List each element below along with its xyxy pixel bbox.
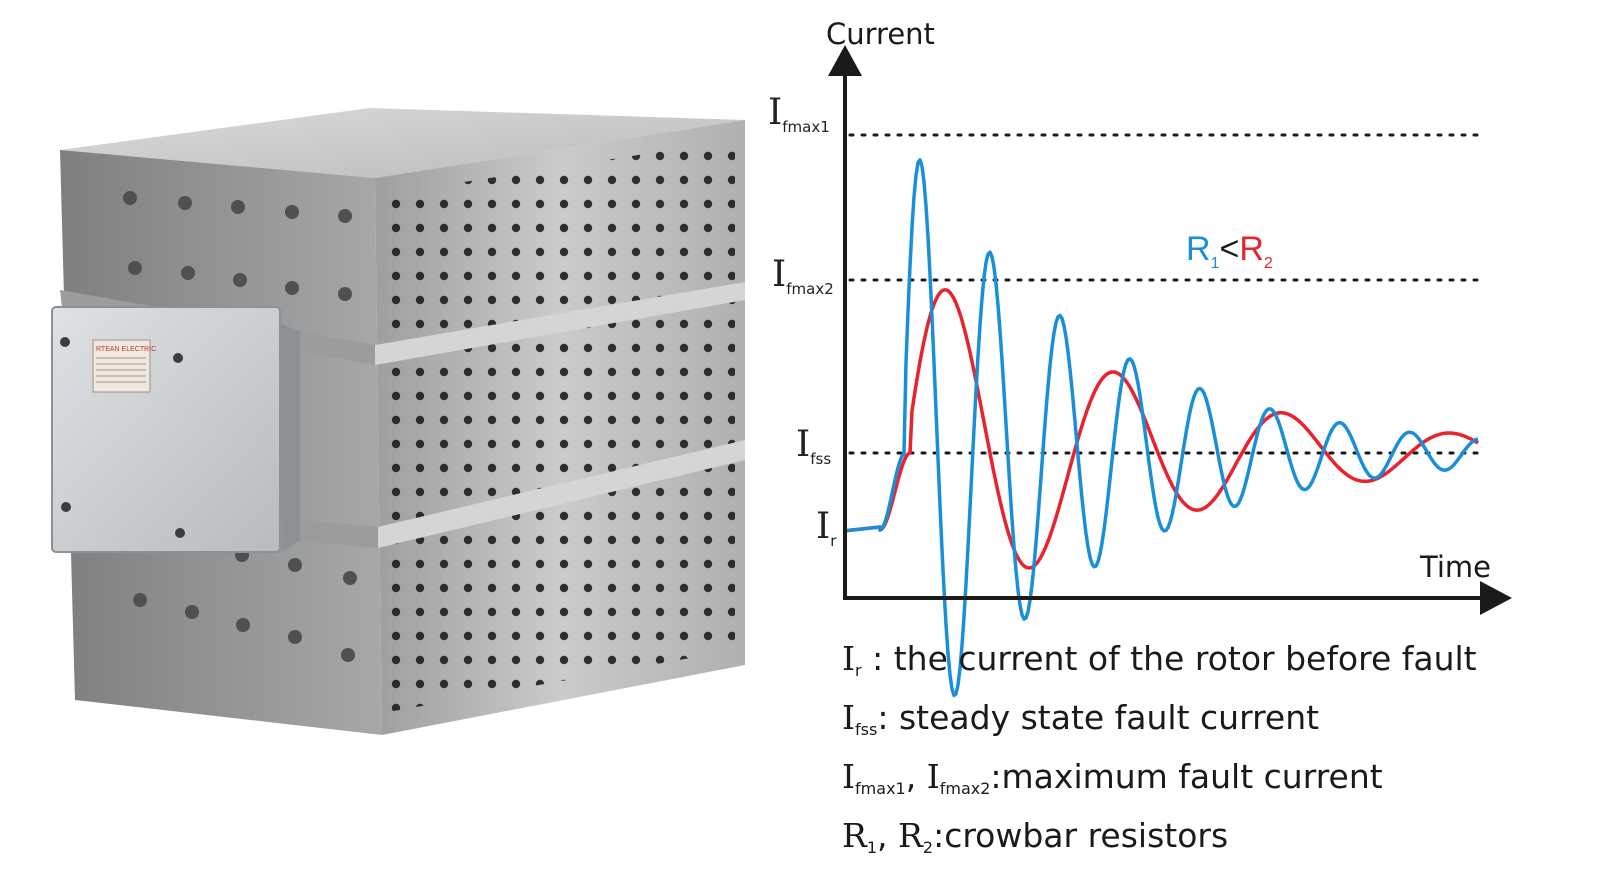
- legend-item-ifss: Ifss: steady state fault current: [842, 698, 1320, 739]
- label-ifss: Ifss: [796, 424, 831, 468]
- nameplate-label: RTEAN ELECTRIC: [96, 346, 156, 353]
- rail-2: [378, 440, 745, 548]
- nameplate: [92, 339, 151, 393]
- x-axis-arrow: [1480, 581, 1512, 615]
- curve-r1: [842, 158, 1479, 698]
- label-ifmax1: Ifmax1: [768, 92, 830, 136]
- legend: Ir : the current of the rotor before fau…: [842, 635, 1582, 871]
- label-ir: Ir: [816, 506, 837, 550]
- legend-item-ir: Ir : the current of the rotor before fau…: [842, 639, 1477, 680]
- crowbar-resistor-photo: RTEAN ELECTRIC: [51, 108, 745, 735]
- legend-item-ifmax: Ifmax1, Ifmax2:maximum fault current: [842, 757, 1383, 798]
- label-ifmax2: Ifmax2: [772, 254, 834, 298]
- legend-item-resistors: R1, R2:crowbar resistors: [842, 816, 1229, 857]
- y-axis-title: Current: [826, 17, 935, 51]
- terminal-box-screws: [60, 337, 185, 538]
- perforation-pattern: [380, 140, 735, 712]
- y-axis-arrow: [828, 45, 862, 76]
- terminal-box-side: [278, 322, 300, 552]
- x-axis-title: Time: [1419, 550, 1491, 584]
- enclosure-top: [60, 108, 745, 178]
- rail-1: [375, 282, 745, 365]
- resistor-comparison: R1<R2: [1186, 230, 1273, 272]
